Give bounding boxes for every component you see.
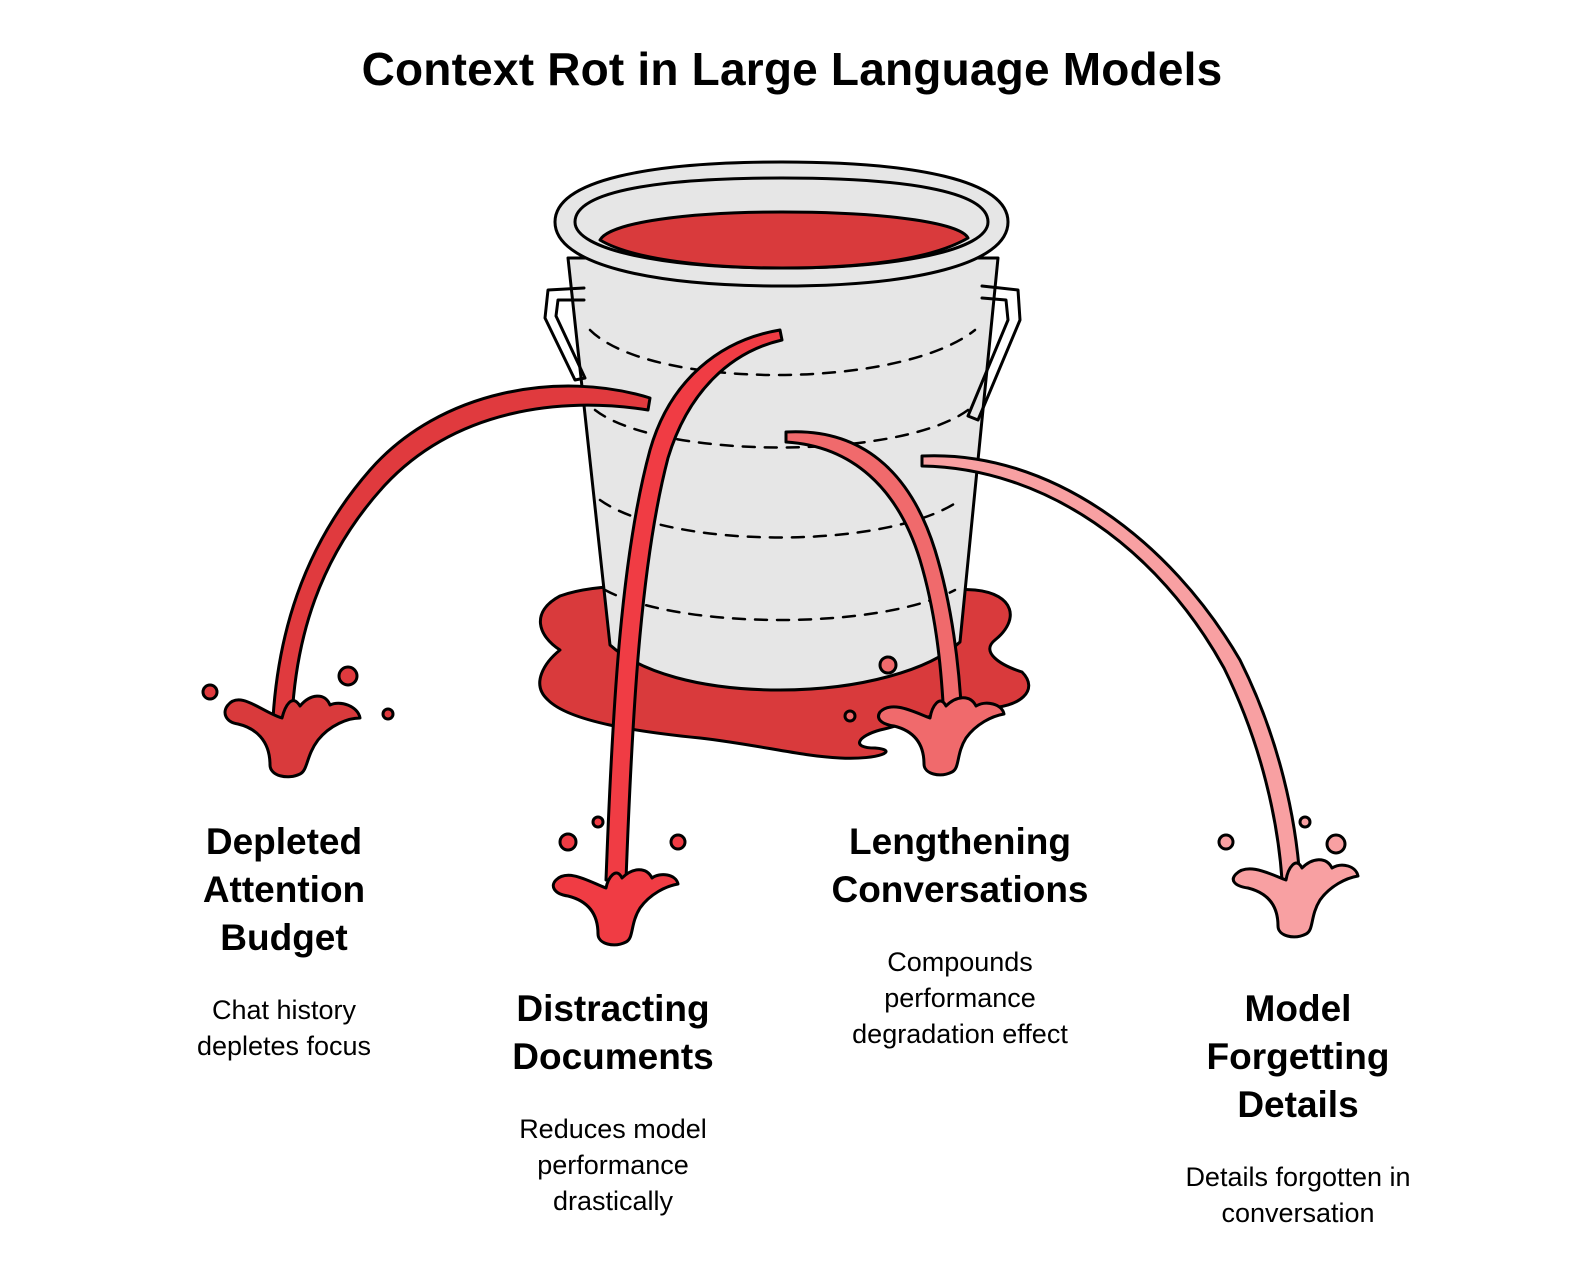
droplet [669, 833, 687, 851]
splash-distract [551, 868, 680, 947]
leak-title: Depleted Attention Budget [202, 821, 366, 958]
droplet [1217, 833, 1235, 851]
leak-label-distract: Distracting Documents Reduces model perf… [433, 985, 793, 1219]
liquid-surface [598, 210, 970, 270]
droplet [591, 815, 605, 829]
leak-label-forget: Model Forgetting Details Details forgott… [1118, 985, 1478, 1231]
droplet [201, 683, 219, 701]
leak-title: Lengthening Conversations [831, 821, 1089, 910]
leak-label-lengthen: Lengthening Conversations Compounds perf… [780, 818, 1140, 1052]
splash-depleted [223, 694, 362, 779]
droplet [1298, 815, 1312, 829]
diagram-title: Context Rot in Large Language Models [361, 43, 1223, 95]
leak-title: Distracting Documents [512, 988, 714, 1077]
splash-lengthen [877, 696, 1006, 777]
splash-forget [1231, 858, 1360, 939]
leak-title: Model Forgetting Details [1206, 988, 1390, 1125]
droplet [558, 832, 578, 852]
leak-description: Details forgotten in conversation [1185, 1162, 1411, 1228]
droplet [878, 655, 898, 675]
bucket-ring-lines [588, 328, 977, 622]
droplet [843, 709, 857, 723]
droplet [337, 665, 359, 687]
leak-label-depleted: Depleted Attention Budget Chat history d… [104, 818, 464, 1064]
droplet [1325, 833, 1347, 855]
leak-description: Reduces model performance drastically [519, 1114, 707, 1216]
bucket-handle-right [966, 284, 1022, 422]
bucket-handle-left [543, 286, 587, 382]
droplet [381, 707, 395, 721]
leak-description: Chat history depletes focus [196, 995, 372, 1061]
leak-description: Compounds performance degradation effect [852, 947, 1068, 1049]
